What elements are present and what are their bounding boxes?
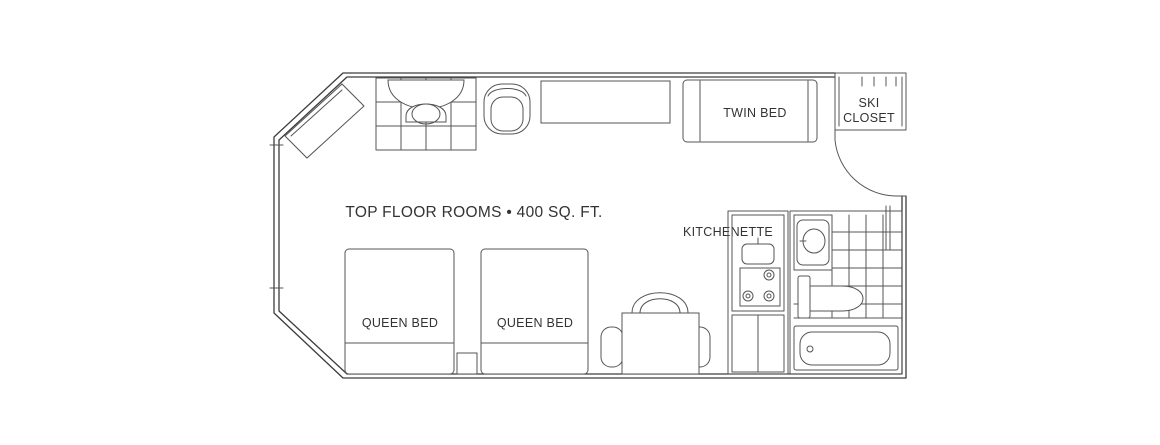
ski-closet	[834, 72, 897, 131]
twin-bed-label: TWIN BED	[723, 106, 787, 120]
entry-door	[834, 129, 907, 197]
kitchenette	[727, 210, 789, 375]
armchair	[483, 83, 531, 135]
window-bench	[284, 83, 365, 159]
queen-bed-1-label: QUEEN BED	[362, 316, 438, 330]
ski-closet-label-line1: SKI	[858, 96, 879, 110]
plan-title: TOP FLOOR ROOMS • 400 SQ. FT.	[345, 204, 602, 221]
tiled-nook	[375, 77, 477, 151]
twin-bed	[682, 79, 818, 143]
queen-bed-1	[344, 248, 455, 375]
queen-bed-2	[480, 248, 589, 375]
bathroom	[789, 205, 903, 375]
ski-closet-label-line2: CLOSET	[843, 111, 895, 125]
dresser	[540, 80, 671, 124]
dining-set	[600, 292, 711, 375]
nightstand	[456, 352, 478, 375]
queen-bed-2-label: QUEEN BED	[497, 316, 573, 330]
